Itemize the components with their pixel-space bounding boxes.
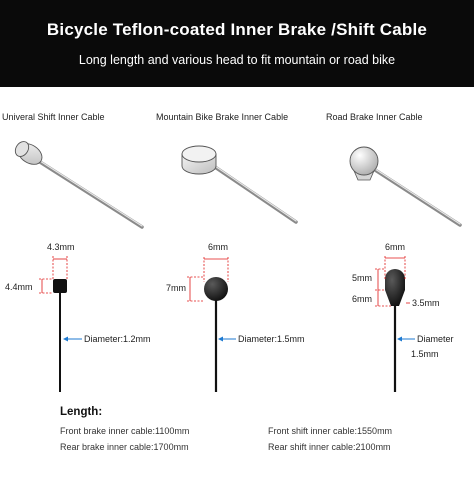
page-title: Bicycle Teflon-coated Inner Brake /Shift… <box>46 20 428 39</box>
road-diameter-label: Diameter <box>417 334 454 344</box>
road-diameter-value: 1.5mm <box>411 349 439 359</box>
product-name-road-brake: Road Brake Inner Cable <box>326 112 423 122</box>
length-rear-brake: Rear brake inner cable:1700mm <box>60 442 189 452</box>
road-brake-cable-illustration <box>349 146 462 227</box>
shift-height-label: 4.4mm <box>5 282 33 292</box>
shift-width-label: 4.3mm <box>47 242 75 252</box>
mtb-height-label: 7mm <box>166 283 186 293</box>
shift-cable-head-diagram <box>39 256 82 392</box>
header-banner: Bicycle Teflon-coated Inner Brake /Shift… <box>0 0 474 87</box>
road-height-bottom-label: 6mm <box>352 294 372 304</box>
shift-cable-illustration <box>14 141 144 229</box>
shift-diameter-label: Diameter:1.2mm <box>84 334 151 344</box>
product-name-shift: Univeral Shift Inner Cable <box>2 112 105 122</box>
length-rear-shift: Rear shift inner cable:2100mm <box>268 442 391 452</box>
road-height-top-label: 5mm <box>352 273 372 283</box>
road-brake-cable-head-diagram <box>375 256 415 392</box>
mtb-brake-cable-head-diagram <box>187 257 236 392</box>
length-front-brake: Front brake inner cable:1100mm <box>60 426 190 436</box>
mtb-diameter-label: Diameter:1.5mm <box>238 334 305 344</box>
road-width-label: 6mm <box>385 242 405 252</box>
product-name-mtb-brake: Mountain Bike Brake Inner Cable <box>156 112 289 122</box>
page-subtitle: Long length and various head to fit moun… <box>78 53 396 67</box>
length-heading: Length: <box>60 406 103 418</box>
mtb-width-label: 6mm <box>208 242 228 252</box>
mtb-brake-cable-illustration <box>181 145 298 224</box>
length-front-shift: Front shift inner cable:1550mm <box>268 426 393 436</box>
road-neck-label: 3.5mm <box>412 298 440 308</box>
